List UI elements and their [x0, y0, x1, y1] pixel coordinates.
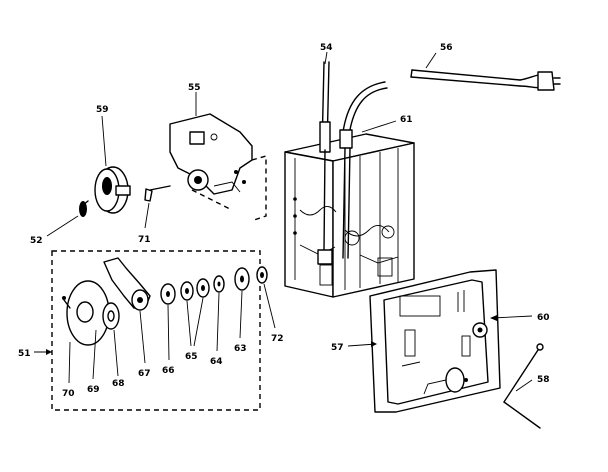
dial-plate-70 [62, 280, 110, 346]
leader-67 [139, 310, 146, 364]
leader-63 [239, 290, 243, 339]
leader-69 [92, 329, 97, 380]
leader-61 [361, 120, 397, 133]
probe-assembly [317, 61, 333, 265]
leader-64 [216, 292, 220, 352]
leader-66 [167, 304, 170, 361]
label-63: 63 [234, 344, 247, 354]
leader-54 [324, 51, 328, 65]
label-60: 60 [537, 313, 550, 323]
label-58: 58 [537, 375, 550, 385]
control-knob [94, 166, 131, 214]
label-72: 72 [271, 334, 284, 344]
leader-68 [113, 329, 119, 377]
label-51: 51 [18, 349, 31, 359]
arrow-60 [490, 315, 497, 321]
washer-69 [102, 302, 120, 330]
screw-52 [79, 200, 89, 217]
leader-59 [101, 115, 107, 167]
power-cord [410, 69, 561, 91]
clip-72 [256, 266, 268, 284]
label-59: 59 [96, 105, 109, 115]
leader-56 [425, 52, 437, 69]
wire-58 [503, 343, 544, 429]
label-67: 67 [138, 369, 151, 379]
label-71: 71 [138, 235, 151, 245]
leader-71 [144, 202, 150, 229]
label-61: 61 [400, 115, 413, 125]
leader-52 [46, 215, 79, 237]
parts-kit-boundary [51, 250, 261, 411]
arrow-51 [46, 349, 52, 355]
capillary-tube [339, 81, 388, 259]
leader-65a [186, 300, 192, 347]
leader-65b [193, 297, 204, 347]
leader-70 [68, 341, 71, 384]
cam-lever-67 [103, 257, 151, 311]
washer-66 [160, 283, 176, 305]
label-54: 54 [320, 43, 333, 53]
cover-plate [369, 269, 501, 413]
label-55: 55 [188, 83, 201, 93]
label-65: 65 [185, 352, 198, 362]
label-70: 70 [62, 389, 75, 399]
pin-71 [144, 185, 171, 202]
label-64: 64 [210, 357, 223, 367]
label-69: 69 [87, 385, 100, 395]
nut-64 [213, 275, 225, 293]
label-66: 66 [162, 366, 175, 376]
leader-60 [491, 315, 533, 319]
mounting-bracket [169, 113, 267, 221]
leader-58 [515, 379, 533, 392]
leader-72 [263, 283, 276, 329]
switch-housing-box [284, 133, 415, 298]
label-56: 56 [440, 43, 453, 53]
projection-line [191, 189, 233, 211]
washer-63 [234, 267, 250, 291]
arrow-57 [371, 341, 377, 347]
label-52: 52 [30, 236, 43, 246]
label-68: 68 [112, 379, 125, 389]
label-57: 57 [331, 343, 344, 353]
spring-washers-65 [180, 278, 210, 301]
